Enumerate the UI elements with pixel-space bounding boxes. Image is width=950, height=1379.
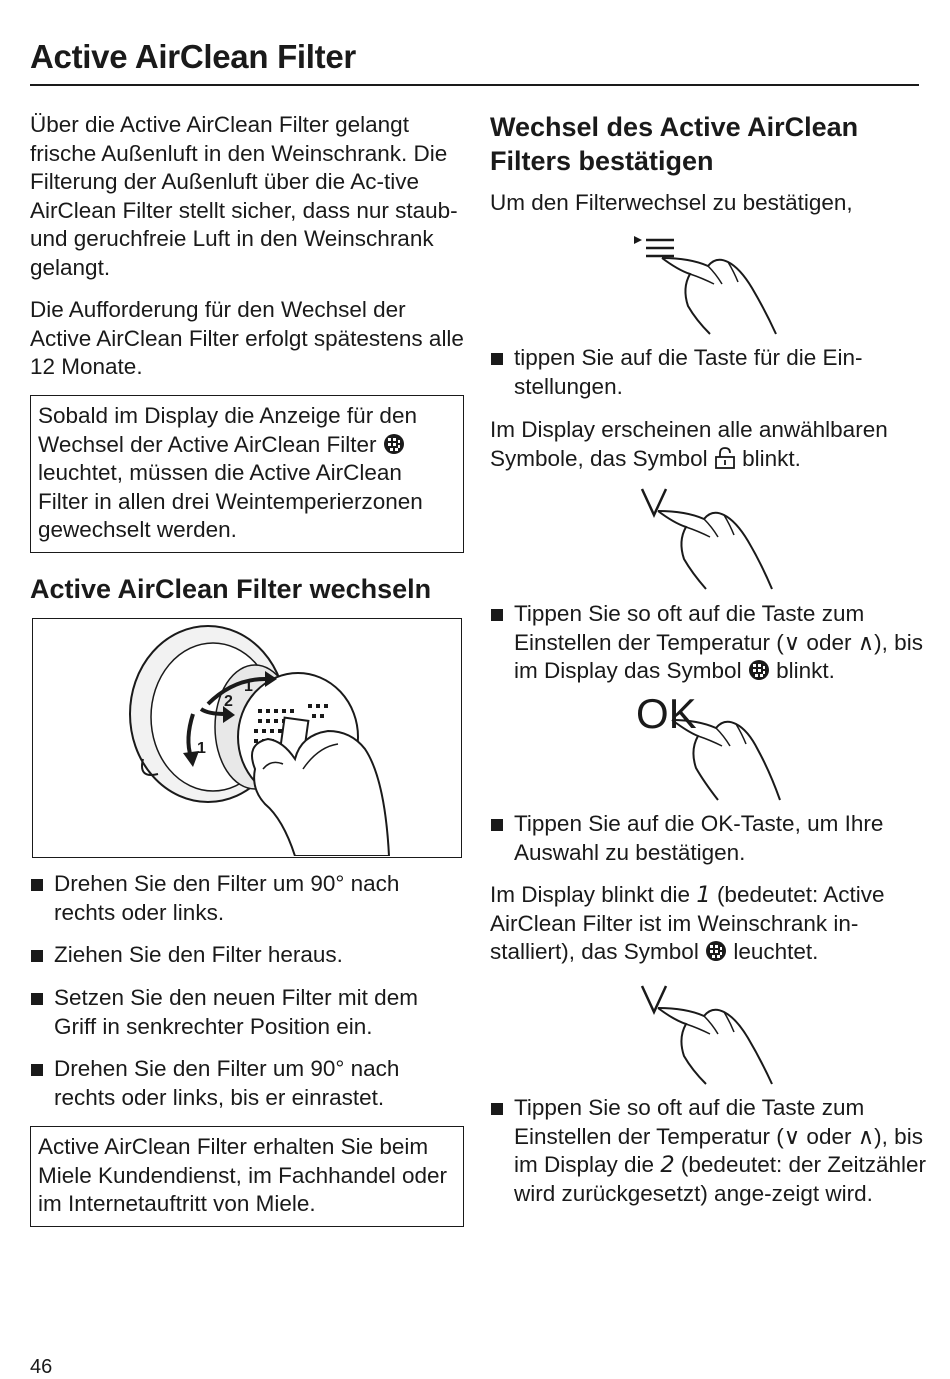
confirm-step-3: Tippen Sie auf die OK-Taste, um Ihre Aus… [490, 810, 920, 867]
text-part: (bedeutet: Active AirClean Filter ist im… [490, 882, 885, 965]
note-text-a: Sobald im Display die Anzeige für den We… [38, 403, 417, 457]
figure-label-1-top: 1 [244, 678, 253, 695]
ok-illustration: OK [636, 692, 786, 804]
step-text: Drehen Sie den Filter um 90° nach rechts… [54, 871, 400, 925]
pointing-hand-icon [657, 510, 773, 590]
page-number: 46 [30, 1356, 53, 1378]
bullet-marker [31, 993, 43, 1005]
step-item-3: Setzen Sie den neuen Filter mit dem Grif… [30, 984, 464, 1041]
pointing-hand-icon [671, 719, 781, 801]
note-text-b: leuchtet, müssen die Active AirClean Fil… [38, 460, 423, 543]
segment-digit: 2 [660, 1152, 675, 1179]
note-box-display: Sobald im Display die Anzeige für den We… [30, 395, 464, 553]
chevron-down-icon [640, 488, 773, 590]
chevron-down-icon [640, 985, 773, 1085]
text-part: Im Display blinkt die [490, 882, 691, 907]
step-text: Tippen Sie so oft auf die Taste zum Eins… [514, 1095, 923, 1178]
step-text: tippen Sie auf die Taste für die Ein-ste… [514, 345, 863, 399]
display-blinks-text: Im Display blinkt die 1 (bedeutet: Activ… [490, 881, 920, 967]
bullet-marker [491, 609, 503, 621]
step-text: (bedeutet: der Zeitzähler wird zurückges… [514, 1152, 927, 1206]
pointing-hand-icon [661, 257, 777, 335]
settings-menu-icon [634, 236, 777, 335]
text-part: leuchtet. [733, 939, 819, 965]
bullet-marker [491, 353, 503, 365]
confirm-step-2: Tippen Sie so oft auf die Taste zum Eins… [490, 600, 930, 686]
figure-label-2: 2 [224, 693, 233, 710]
step-text: Ziehen Sie den Filter heraus. [54, 942, 343, 967]
step-text: Setzen Sie den neuen Filter mit dem Grif… [54, 985, 418, 1039]
section-heading-change: Active AirClean Filter wechseln [30, 574, 432, 604]
step-item-1: Drehen Sie den Filter um 90° nach rechts… [30, 870, 464, 927]
display-symbols-text: Im Display erscheinen alle anwählbaren S… [490, 416, 920, 473]
step-item-2: Ziehen Sie den Filter heraus. [30, 941, 464, 970]
step-text: blinkt. [776, 658, 835, 684]
page-title: Active AirClean Filter [30, 38, 356, 75]
step-text: Drehen Sie den Filter um 90° nach rechts… [54, 1056, 400, 1110]
ok-label: OK [636, 690, 697, 737]
text-part: Im Display erscheinen alle anwählbaren S… [490, 417, 888, 471]
bullet-marker [31, 1064, 43, 1076]
lock-icon [714, 446, 735, 469]
note-box-purchase: Active AirClean Filter erhalten Sie beim… [30, 1126, 464, 1227]
filter-drawing: 1 2 1 [129, 625, 391, 857]
filter-symbol-icon [383, 433, 404, 454]
filter-symbol-icon [706, 941, 727, 962]
step-text: Tippen Sie so oft auf die Taste zum Eins… [514, 601, 923, 684]
bullet-marker [31, 879, 43, 891]
section-heading-confirm: Wechsel des Active AirClean Filters best… [490, 112, 859, 176]
intro-paragraph-2: Die Aufforderung für den Wechsel der Act… [30, 297, 464, 380]
segment-digit: 1 [696, 882, 711, 908]
step-text: Tippen Sie auf die OK-Taste, um Ihre Aus… [514, 811, 884, 865]
text-part: blinkt. [742, 445, 801, 471]
filter-symbol-icon [748, 660, 769, 681]
step-item-4: Drehen Sie den Filter um 90° nach rechts… [30, 1055, 464, 1112]
confirm-step-1: tippen Sie auf die Taste für die Ein-ste… [490, 344, 920, 401]
bullet-marker [31, 950, 43, 962]
filter-illustration: 1 2 1 [32, 618, 462, 858]
intro-paragraph-1: Über die Active AirClean Filter gelangt … [30, 112, 458, 280]
confirm-intro: Um den Filterwechsel zu bestätigen, [490, 190, 853, 215]
bullet-marker [491, 819, 503, 831]
confirm-step-4: Tippen Sie so oft auf die Taste zum Eins… [490, 1094, 930, 1208]
bullet-marker [491, 1103, 503, 1115]
title-rule [30, 84, 919, 86]
figure-label-1-bottom: 1 [197, 740, 206, 757]
pointing-hand-icon [657, 1007, 773, 1085]
